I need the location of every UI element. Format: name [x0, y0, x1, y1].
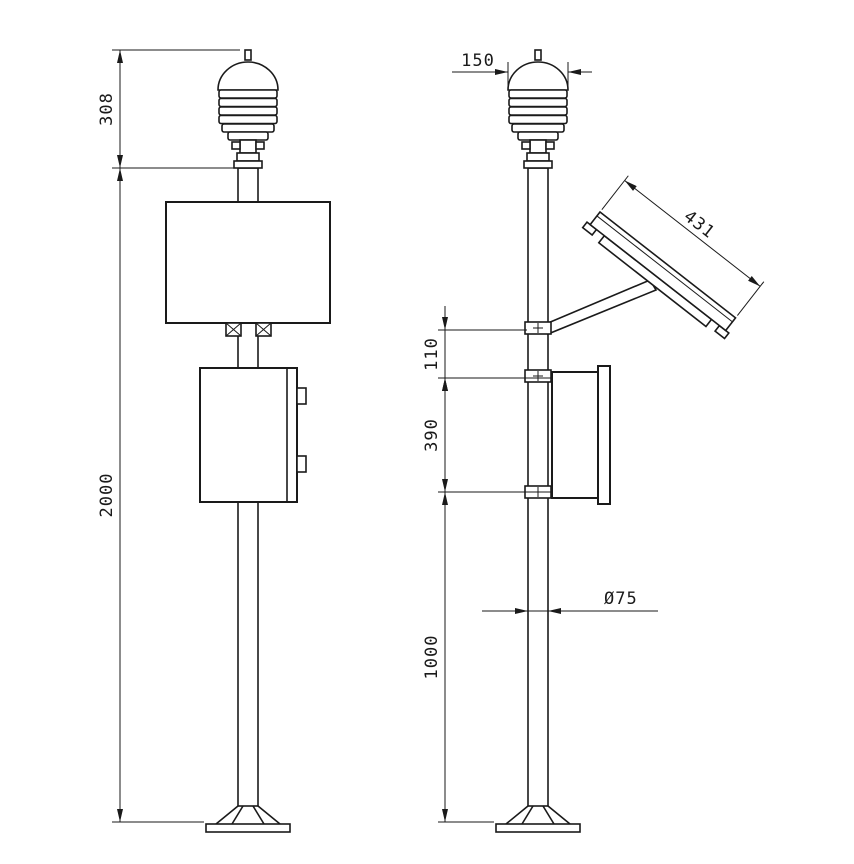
hinge-top: [296, 387, 307, 405]
sensor-dome: [217, 61, 279, 91]
dim-chain-extensions: [438, 329, 552, 823]
sensor-cap-tick: [534, 49, 542, 61]
dim-label-pole-diameter: Ø75: [604, 589, 638, 609]
dim-label-sensor-width: 150: [461, 51, 495, 71]
weather-sensor-front: [217, 49, 279, 169]
radiation-shield-louvers-side: [508, 89, 568, 141]
sensor-neck-side: [521, 139, 555, 169]
sensor-cap-tick: [244, 49, 252, 61]
dim-label-upper-bracket-spacing: 110: [422, 337, 442, 371]
box-door-side: [597, 365, 611, 505]
dim-pole-diameter: Ø75: [482, 589, 658, 614]
solar-panel-arm: [547, 278, 658, 336]
pole-clamp-upper: [524, 321, 552, 335]
solar-panel: 431: [581, 175, 765, 340]
dim-label-box-section-height: 390: [422, 418, 442, 452]
dim-label-lower-pole-height: 1000: [422, 635, 442, 680]
dim-label-pole-height: 2000: [97, 473, 117, 518]
dim-label-sensor-height: 308: [97, 92, 117, 126]
front-view: 308 2000: [97, 49, 331, 833]
base-flange-side: [495, 805, 581, 833]
panel-mounting-brackets: [225, 322, 272, 337]
dim-pole-height: 2000: [97, 168, 204, 823]
control-box-side: [551, 365, 611, 505]
base-flange-front: [205, 805, 291, 833]
sensor-neck: [231, 139, 265, 169]
hinge-bottom: [296, 455, 307, 473]
display-panel: [165, 201, 331, 324]
side-view: 431: [422, 49, 765, 833]
weather-sensor-side: [507, 49, 569, 169]
dim-lower-pole-height: 1000: [422, 492, 448, 822]
radiation-shield-louvers: [218, 89, 278, 141]
sensor-dome-side: [507, 61, 569, 91]
dim-upper-bracket-spacing: 110: [422, 306, 448, 402]
solar-panel-rail: [597, 234, 713, 328]
pole-clamp-middle: [524, 369, 552, 383]
solar-panel-face: [589, 210, 737, 332]
control-box-front: [199, 367, 307, 503]
dim-label-solar-panel-length: 431: [680, 206, 719, 243]
dim-sensor-height: 308: [97, 49, 258, 169]
dim-sensor-width: 150: [452, 51, 592, 86]
dim-box-section-height: 390: [422, 378, 448, 492]
